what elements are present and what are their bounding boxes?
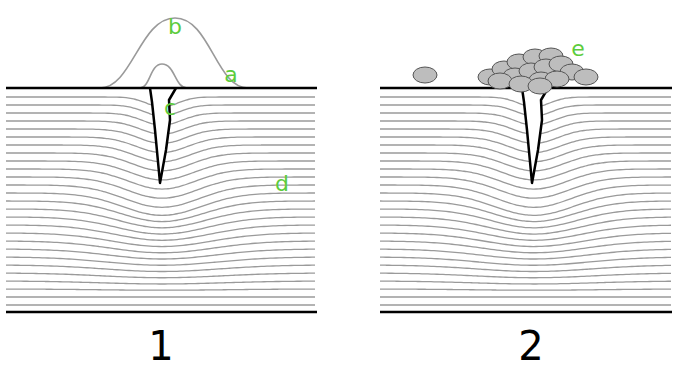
- base-line: [380, 311, 672, 314]
- soil-layer: [380, 273, 671, 278]
- soil-layer: [380, 304, 671, 305]
- layers-panel-2: [380, 97, 671, 305]
- stone: [574, 69, 598, 85]
- soil-layer: [6, 289, 315, 290]
- ice-wedge: [150, 88, 176, 183]
- soil-layer: [6, 265, 315, 271]
- soil-layer: [6, 281, 315, 284]
- soil-layer: [6, 233, 315, 246]
- stones: [413, 48, 598, 94]
- soil-layer: [380, 265, 671, 271]
- soil-layer: [380, 129, 671, 143]
- soil-layer: [6, 304, 315, 305]
- panel-number: 2: [518, 326, 543, 366]
- soil-layer: [380, 177, 671, 198]
- part-letter: c: [164, 97, 176, 119]
- soil-layer: [6, 296, 315, 297]
- soil-layer: [380, 257, 671, 265]
- part-letter: b: [168, 16, 182, 38]
- base-line: [6, 311, 317, 314]
- soil-layer: [380, 281, 671, 284]
- stone: [413, 67, 437, 83]
- soil-layer: [380, 193, 671, 215]
- soil-layer: [6, 241, 315, 253]
- soil-layer: [6, 257, 315, 265]
- part-letter: d: [275, 173, 289, 195]
- soil-layer: [6, 185, 315, 207]
- panel-number: 1: [148, 326, 173, 366]
- stone: [528, 78, 552, 94]
- soil-layer: [380, 296, 671, 297]
- heave-arch-inner: [140, 64, 187, 88]
- soil-layer: [380, 153, 671, 171]
- soil-layer: [380, 185, 671, 207]
- soil-layer: [6, 193, 315, 215]
- soil-layer: [6, 273, 315, 278]
- soil-layer: [380, 233, 671, 246]
- ground-surface: [6, 87, 317, 90]
- ice-wedge: [522, 88, 548, 183]
- soil-layer: [380, 225, 671, 240]
- soil-layer: [380, 289, 671, 290]
- stone: [488, 73, 512, 89]
- soil-layer: [6, 225, 315, 240]
- part-letter: a: [224, 64, 237, 86]
- part-letter: e: [571, 38, 585, 60]
